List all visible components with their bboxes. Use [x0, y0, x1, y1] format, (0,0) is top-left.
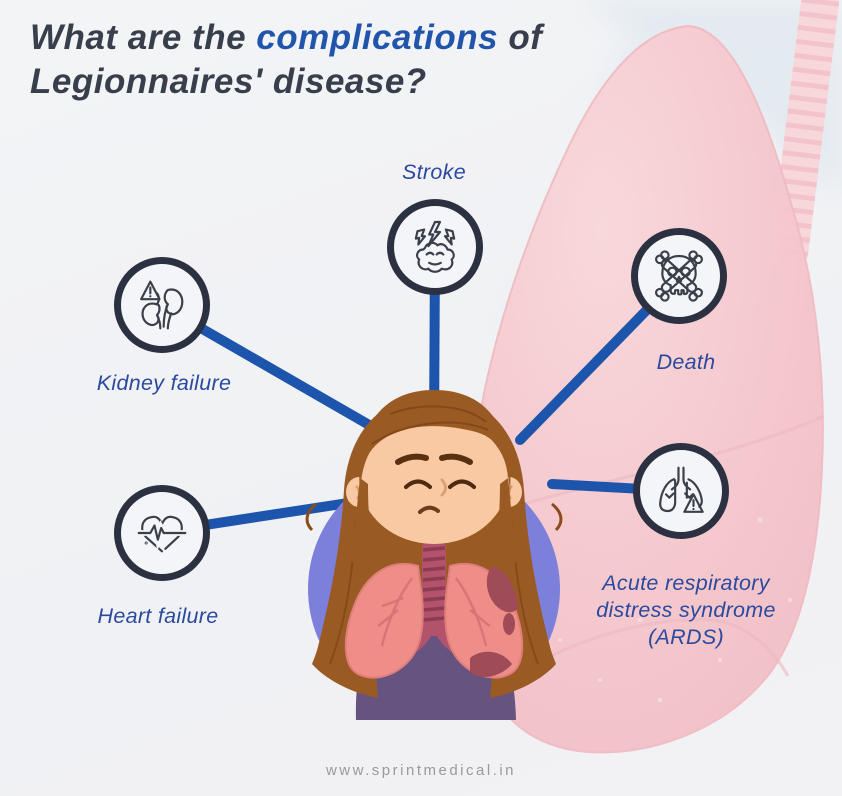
heart-ecg-icon: [137, 515, 187, 553]
label-kidney: Kidney failure: [96, 371, 232, 395]
label-ards: Acute respiratory distress syndrome (ARD…: [571, 570, 801, 651]
eyebrow-left: [395, 453, 429, 465]
sick-girl-illustration: [305, 390, 563, 720]
brain-stroke-icon: [414, 220, 456, 273]
lungs-warning-icon: [659, 466, 704, 513]
lung-crease-lower: [499, 618, 790, 690]
node-stroke: [387, 199, 483, 295]
girl-lungs: [344, 563, 524, 679]
label-ards-line2: distress syndrome: [596, 598, 776, 622]
title-line2: Legionnaires' disease?: [30, 62, 427, 102]
kidney-warning-icon: [140, 280, 184, 330]
label-ards-line3: (ARDS): [648, 625, 724, 649]
girl-side-lock-left: [348, 478, 374, 564]
node-ards: [633, 443, 729, 539]
girl-face: [360, 416, 508, 544]
front-hair-strands: [371, 405, 489, 445]
corner-shading: [580, 0, 842, 200]
title-highlight: complications: [256, 18, 499, 57]
lung-damage-top: [486, 566, 518, 613]
title-prefix: What are the: [30, 18, 257, 57]
node-death: [631, 228, 727, 324]
node-heart: [114, 485, 210, 581]
skull-crossbones-icon: [655, 250, 703, 302]
node-kidney: [114, 257, 210, 353]
eye-left-closed: [404, 479, 432, 489]
label-heart: Heart failure: [97, 604, 219, 628]
lung-damage-bottom: [470, 651, 512, 678]
girl-face-features: [395, 453, 476, 514]
label-stroke: Stroke: [402, 160, 466, 184]
nose: [440, 478, 447, 497]
hair-curls: [305, 502, 563, 532]
lung-damage-mid: [503, 613, 515, 635]
label-ards-line1: Acute respiratory: [602, 571, 770, 595]
lung-speckles: [558, 517, 792, 703]
girl-front-hair: [359, 390, 511, 494]
lung-veins: [377, 577, 491, 647]
website-url: www.sprintmedical.in: [325, 762, 517, 779]
eye-right-closed: [448, 479, 476, 489]
title-suffix: of: [498, 18, 543, 57]
page-title: What are the complications of Legionnair…: [30, 16, 670, 105]
sad-mouth: [418, 505, 440, 514]
label-death: Death: [656, 350, 716, 374]
eyebrow-right: [439, 453, 473, 465]
girl-side-lock-right: [494, 478, 520, 564]
